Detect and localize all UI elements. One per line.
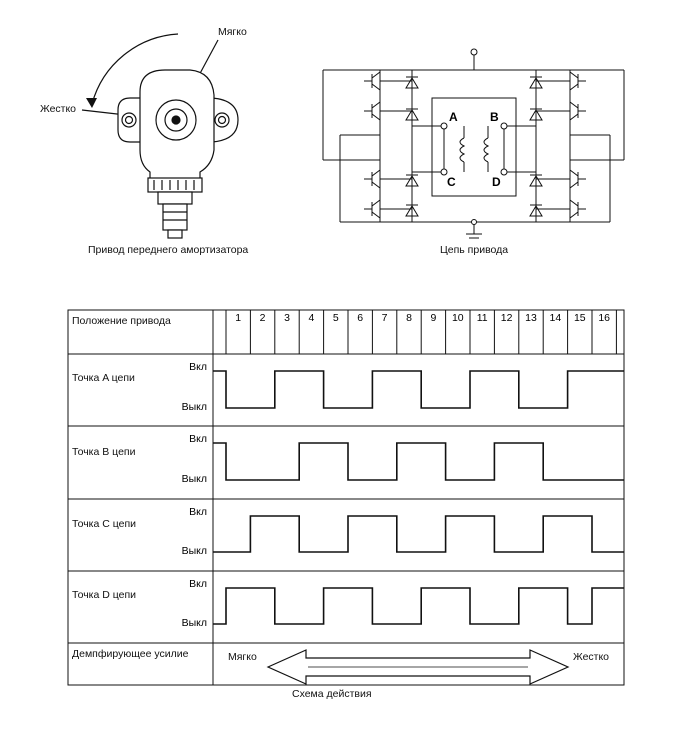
actuator-shaft-outer <box>155 99 197 141</box>
position-number: 15 <box>574 312 586 324</box>
position-number: 1 <box>235 312 241 324</box>
actuator-caption: Привод переднего амортизатора <box>88 244 249 256</box>
damping-soft-label: Мягко <box>228 651 257 663</box>
actuator-housing <box>139 69 215 186</box>
node-B <box>500 122 508 130</box>
cable-boot <box>162 203 188 231</box>
position-number: 9 <box>430 312 436 324</box>
transistor-left-1 <box>364 71 381 91</box>
mount-hole-left <box>121 112 137 128</box>
arc-arrow-head <box>86 98 97 108</box>
waveform-c <box>213 515 624 553</box>
coil-box <box>431 97 517 197</box>
position-number: 3 <box>284 312 290 324</box>
waveform-b <box>213 442 624 481</box>
diode-left-4 <box>405 204 419 217</box>
waveform-group <box>213 370 624 625</box>
node-A <box>440 122 448 130</box>
position-number: 11 <box>477 312 488 324</box>
mount-hole-right <box>214 112 230 128</box>
diode-right-4 <box>529 204 543 217</box>
connector-neck <box>157 191 193 205</box>
waveform-d <box>213 587 624 625</box>
actuator-shaft-inner <box>171 115 181 125</box>
damping-row-label: Демпфирующее усилие <box>72 648 189 660</box>
position-number: 6 <box>357 312 363 324</box>
point-label-c: C <box>447 175 456 189</box>
on-label: Вкл <box>189 578 207 590</box>
position-number: 12 <box>501 312 513 324</box>
coil-left <box>459 137 466 163</box>
actuator-hard-label: Жестко <box>40 103 77 115</box>
cable-end <box>167 229 183 239</box>
position-tick-group <box>225 310 617 354</box>
point-label-d: D <box>492 175 501 189</box>
off-label: Выкл <box>182 545 207 557</box>
transistor-right-1 <box>569 71 586 91</box>
position-number: 14 <box>550 312 562 324</box>
damping-hard-label: Жестко <box>573 651 610 663</box>
position-number: 10 <box>452 312 464 324</box>
off-label: Выкл <box>182 401 207 413</box>
position-number: 13 <box>525 312 537 324</box>
position-number: 16 <box>598 312 610 324</box>
drive-circuit <box>322 48 625 239</box>
on-label: Вкл <box>189 361 207 373</box>
diode-right-2 <box>529 108 543 121</box>
diode-right-3 <box>529 174 543 187</box>
off-label: Выкл <box>182 617 207 629</box>
point-label-a: A <box>449 110 458 124</box>
position-number: 5 <box>333 312 339 324</box>
circuit-caption: Цепь привода <box>440 244 509 256</box>
timing-table-grid <box>67 309 625 686</box>
rotation-arc <box>91 33 179 105</box>
actuator-soft-label: Мягко <box>218 26 247 38</box>
transistor-left-3 <box>364 169 381 189</box>
row-label-b: Точка B цепи <box>72 446 136 458</box>
transistor-right-3 <box>569 169 586 189</box>
position-number: 2 <box>260 312 266 324</box>
diode-left-1 <box>405 76 419 89</box>
transistor-left-4 <box>364 199 381 219</box>
position-number: 4 <box>308 312 314 324</box>
diode-right-1 <box>529 76 543 89</box>
position-number: 8 <box>406 312 412 324</box>
actuator-shaft-mid <box>164 108 188 132</box>
position-number: 7 <box>382 312 388 324</box>
point-label-b: B <box>490 110 499 124</box>
table-caption: Схема действия <box>292 688 372 700</box>
position-row-label: Положение привода <box>72 315 171 327</box>
off-label: Выкл <box>182 473 207 485</box>
coil-right <box>483 137 490 163</box>
supply-terminal <box>470 48 478 56</box>
row-label-a: Точка A цепи <box>72 372 135 384</box>
row-label-c: Точка C цепи <box>72 518 137 530</box>
diode-left-2 <box>405 108 419 121</box>
transistor-right-2 <box>569 101 586 121</box>
diode-left-3 <box>405 174 419 187</box>
node-D <box>500 168 508 176</box>
node-C <box>440 168 448 176</box>
on-label: Вкл <box>189 433 207 445</box>
row-label-d: Точка D цепи <box>72 589 137 601</box>
transistor-left-2 <box>364 101 381 121</box>
actuator-drawing <box>81 33 239 239</box>
transistor-right-4 <box>569 199 586 219</box>
waveform-a <box>213 370 624 409</box>
on-label: Вкл <box>189 506 207 518</box>
